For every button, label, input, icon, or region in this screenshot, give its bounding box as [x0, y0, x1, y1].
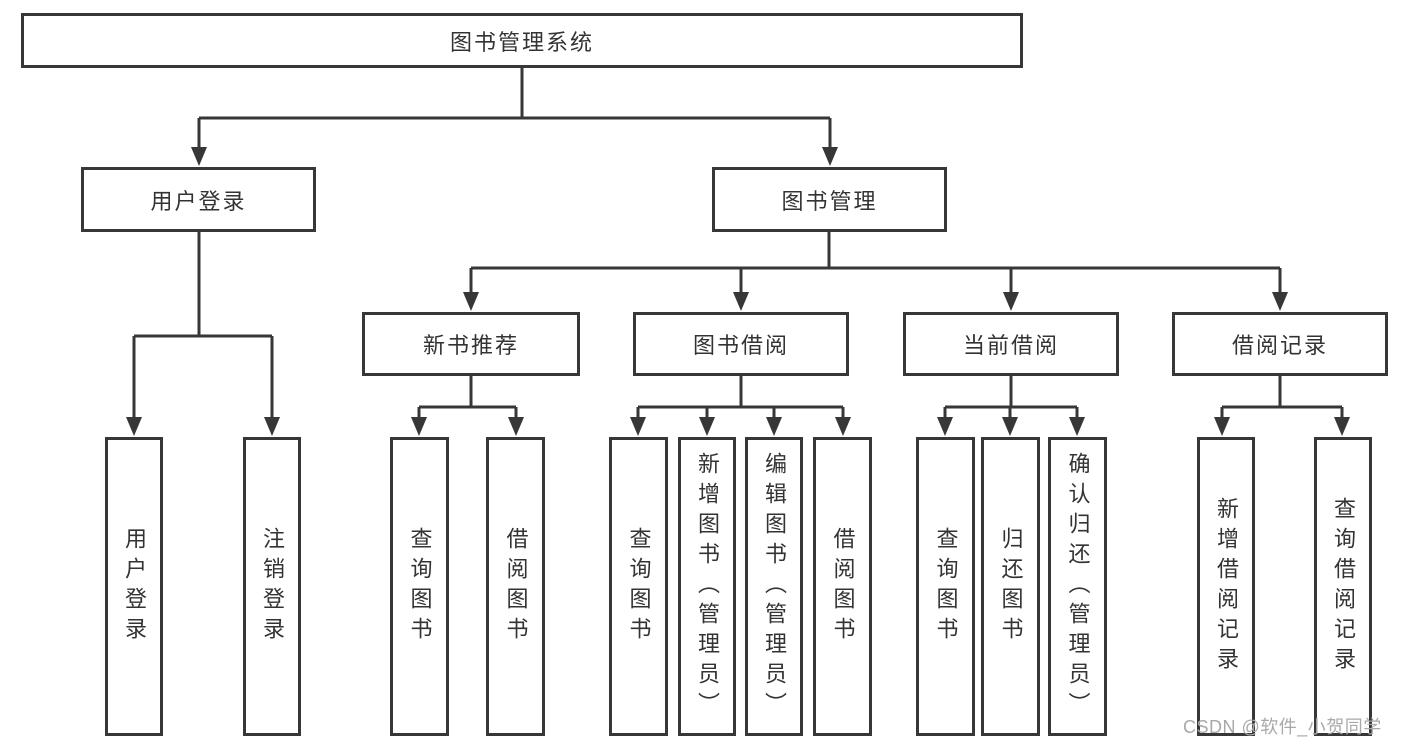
- node-borrow-records: 借阅记录: [1172, 312, 1388, 376]
- node-user-login: 用户登录: [81, 167, 316, 232]
- node-library-system: 图书管理系统: [21, 13, 1023, 68]
- node-bb-query-books: 查询图书: [609, 437, 668, 736]
- node-book-mgmt: 图书管理: [712, 167, 947, 232]
- connector-current-borrow-children: [937, 376, 1085, 436]
- node-rec-borrow-books: 借阅图书: [486, 437, 545, 736]
- connector-book-mgmt-children: [463, 232, 1288, 311]
- csdn-watermark: CSDN @软件_小贺同学: [1183, 717, 1382, 737]
- connector-root-to-level2: [191, 68, 838, 166]
- connector-book-borrow-children: [630, 376, 851, 436]
- node-rec-query-books: 查询图书: [390, 437, 449, 736]
- node-bb-borrow-books: 借阅图书: [813, 437, 872, 736]
- node-login-user-login: 用户登录: [105, 437, 163, 736]
- node-cb-return-books: 归还图书: [981, 437, 1040, 736]
- node-new-book-recommend: 新书推荐: [362, 312, 580, 376]
- node-login-logout: 注销登录: [243, 437, 301, 736]
- node-current-borrow: 当前借阅: [903, 312, 1119, 376]
- connector-borrow-records-children: [1214, 376, 1350, 436]
- node-br-query-record: 查询借阅记录: [1314, 437, 1372, 736]
- node-bb-add-books-admin: 新增图书（管理员）: [678, 437, 736, 736]
- node-book-borrow: 图书借阅: [633, 312, 849, 376]
- node-cb-query-books: 查询图书: [916, 437, 975, 736]
- connector-new-book-rec-children: [411, 376, 524, 436]
- connector-user-login-children: [126, 232, 280, 436]
- node-br-add-record: 新增借阅记录: [1197, 437, 1255, 736]
- node-cb-confirm-return-admin: 确认归还（管理员）: [1048, 437, 1107, 736]
- node-bb-edit-books-admin: 编辑图书（管理员）: [745, 437, 803, 736]
